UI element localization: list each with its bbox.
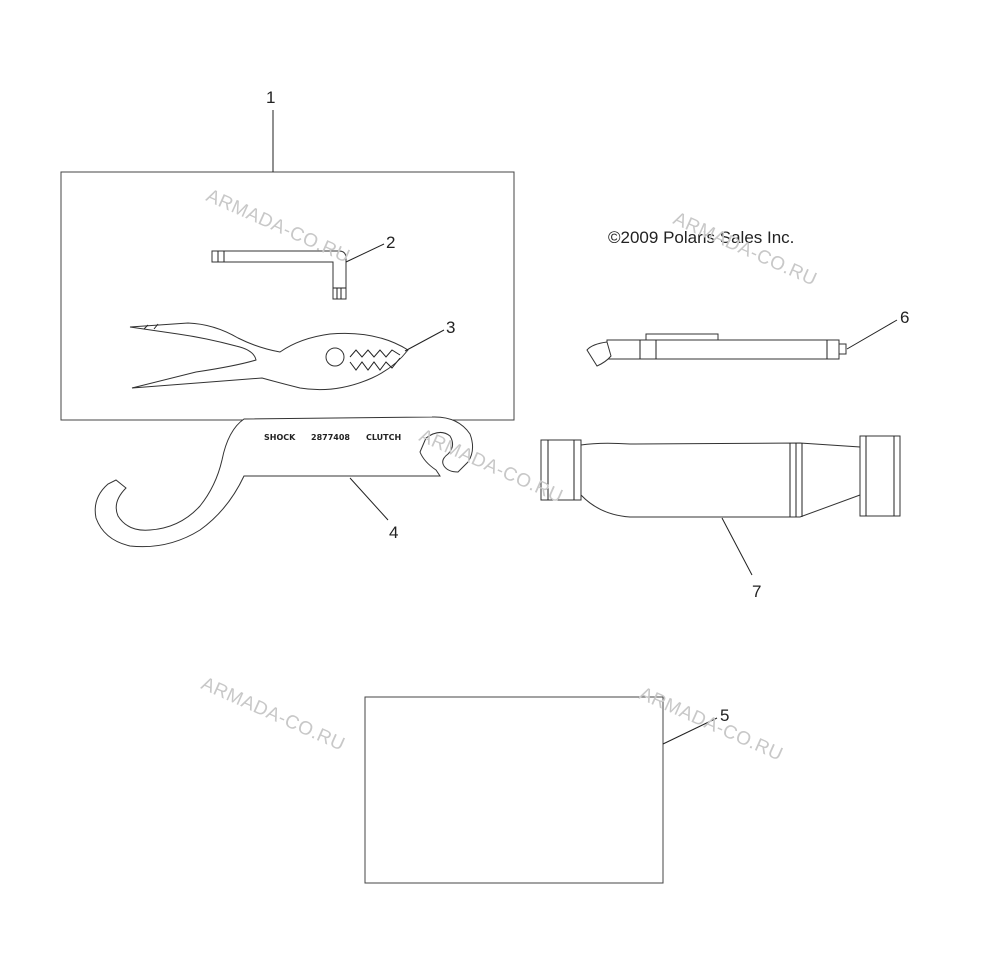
pliers	[129, 322, 409, 391]
callout-1: 1	[266, 88, 275, 107]
watermark-4: ARMADA-CO.RU	[198, 673, 348, 755]
callout-2: 2	[386, 233, 395, 252]
leader-7	[721, 517, 753, 576]
spanner-wrench: SHOCK 2877408 CLUTCH	[94, 416, 474, 548]
leader-6	[846, 319, 898, 350]
owners-manual	[364, 696, 664, 884]
callout-6: 6	[900, 308, 909, 327]
hex-key-wrench	[211, 250, 347, 300]
tire-pressure-gauge	[586, 333, 847, 367]
watermark-2: ARMADA-CO.RU	[670, 208, 820, 290]
leader-3	[404, 329, 445, 352]
leader-5	[662, 717, 718, 745]
svg-text:CLUTCH: CLUTCH	[366, 433, 401, 442]
leader-4	[349, 477, 389, 521]
callout-5: 5	[720, 706, 729, 725]
callout-7: 7	[752, 582, 761, 601]
svg-text:2877408: 2877408	[311, 433, 350, 442]
callout-4: 4	[389, 523, 398, 542]
leader-2	[345, 243, 385, 263]
copyright-notice: ©2009 Polaris Sales Inc.	[608, 228, 794, 247]
callout-3: 3	[446, 318, 455, 337]
svg-text:SHOCK: SHOCK	[264, 433, 296, 442]
socket-extension-handle	[540, 435, 901, 518]
